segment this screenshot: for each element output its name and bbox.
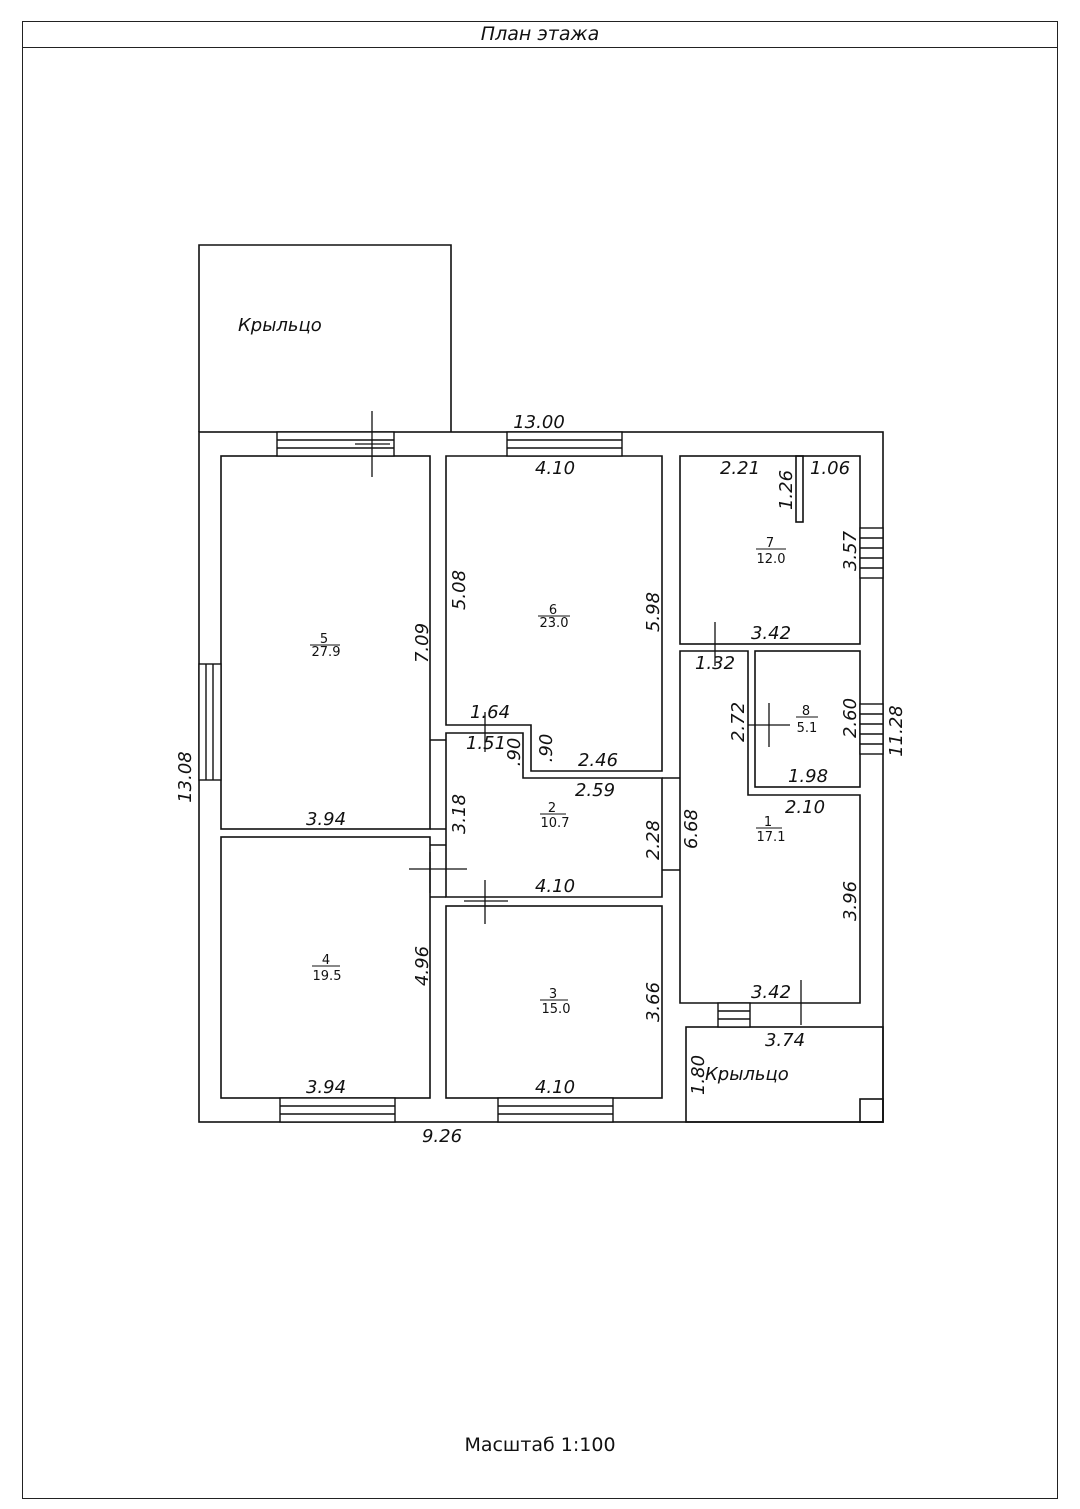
room-6-label: 6 23.0 [538, 603, 570, 631]
dim-room8-width: 1.98 [788, 766, 828, 787]
dim-notch-h1: .90 [504, 738, 525, 767]
room-7-number: 7 [766, 536, 774, 551]
dim-room1-bottom: 3.42 [751, 982, 791, 1003]
door-jambs-2 [662, 777, 680, 871]
dim-room3-height: 3.66 [643, 982, 664, 1022]
porch-bottom-outline [685, 1026, 884, 1123]
window-room3-bottom [497, 1097, 614, 1123]
dim-corridor-width: 1.32 [695, 653, 735, 674]
door-markers [355, 411, 802, 1025]
room-1-number: 1 [764, 815, 772, 830]
porch-top-outline [198, 244, 452, 432]
room-4-area: 19.5 [313, 969, 342, 984]
room-7-label: 7 12.0 [756, 536, 786, 567]
dim-room7-partition: 1.26 [776, 470, 797, 510]
scale-label: Масштаб 1:100 [464, 1434, 616, 1456]
dim-room1-top: 2.10 [785, 797, 825, 818]
room-7-partition [795, 455, 804, 523]
room-1-outline [679, 650, 861, 1004]
room-5-area: 27.9 [312, 645, 341, 660]
dim-room5-height: 7.09 [412, 623, 433, 663]
porch-step [859, 1098, 884, 1123]
dim-room6-left-height: 5.08 [449, 570, 470, 610]
room-2-number: 2 [548, 801, 556, 816]
dim-notch-bottom: 1.51 [466, 733, 506, 754]
room-3-label: 3 15.0 [540, 987, 570, 1017]
windows [198, 431, 884, 1123]
dim-room1-height: 3.96 [840, 881, 861, 921]
room-8-label: 8 5.1 [796, 704, 818, 736]
room-5-label: 5 27.9 [310, 632, 340, 660]
room-2-area: 10.7 [541, 816, 570, 831]
dim-left-total: 13.08 [175, 751, 196, 803]
door-jambs [430, 739, 446, 898]
room-6-area: 23.0 [540, 616, 569, 631]
room-6-number: 6 [549, 603, 557, 618]
dim-room7-top-left: 2.21 [720, 458, 760, 479]
window-room8-right [859, 703, 884, 755]
room-2-label: 2 10.7 [540, 801, 569, 831]
window-room7-right [859, 527, 884, 579]
dim-room4-width: 3.94 [306, 1077, 346, 1098]
dim-porch2-width: 3.74 [765, 1030, 805, 1051]
dim-notch-h2: .90 [536, 734, 557, 763]
dim-room6-width: 4.10 [535, 458, 575, 479]
dim-room7-top-right: 1.06 [810, 458, 850, 479]
dim-room5-width: 3.94 [306, 809, 346, 830]
room-6-outline [445, 455, 663, 772]
porch-bottom-label: Крыльцо [705, 1064, 789, 1085]
room-1-area: 17.1 [757, 830, 786, 845]
dim-top-total: 13.00 [513, 412, 565, 433]
window-room6-top [506, 431, 623, 457]
dim-bottom-total: 9.26 [422, 1126, 462, 1147]
room-3-area: 15.0 [542, 1002, 571, 1017]
porch-top-label: Крыльцо [238, 315, 322, 336]
room-5-number: 5 [320, 632, 328, 647]
dim-room4-height: 4.96 [412, 946, 433, 986]
entrance-steps [717, 1002, 751, 1028]
dim-right-total: 11.28 [886, 705, 907, 757]
dim-room2-top: 2.59 [575, 780, 615, 801]
dim-corridor-height: 6.68 [681, 809, 702, 849]
room-4-number: 4 [322, 953, 330, 968]
dim-corridor-small: 2.72 [728, 702, 749, 742]
dimension-labels: 13.00 9.26 13.08 11.28 3.94 7.09 3.94 4.… [175, 412, 907, 1147]
room-4-label: 4 19.5 [312, 953, 341, 984]
dim-room2-right: 2.28 [643, 820, 664, 860]
room-8-number: 8 [802, 704, 810, 719]
plan-title: План этажа [480, 23, 600, 45]
dim-porch2-height: 1.80 [688, 1055, 709, 1095]
dim-room6-right-height: 5.98 [643, 592, 664, 632]
dim-room7-bottom: 3.42 [751, 623, 791, 644]
dim-room6-bottom: 2.46 [578, 750, 618, 771]
dim-room2-left: 3.18 [449, 794, 470, 834]
room-3-number: 3 [549, 987, 557, 1002]
title-block: План этажа [22, 21, 1058, 48]
room-8-area: 5.1 [797, 721, 818, 736]
window-room4-bottom [279, 1097, 396, 1123]
room-1-label: 1 17.1 [756, 815, 785, 845]
dim-room7-height: 3.57 [840, 530, 861, 571]
room-7-area: 12.0 [757, 552, 786, 567]
dim-room3-width: 4.10 [535, 1077, 575, 1098]
dim-room8-height: 2.60 [840, 698, 861, 738]
dim-notch-top: 1.64 [470, 702, 510, 723]
outer-wall [198, 431, 884, 1123]
window-room5-left [198, 663, 222, 781]
dim-room2-bottom: 4.10 [535, 876, 575, 897]
room-labels: 5 27.9 6 23.0 7 12.0 8 5.1 2 [310, 536, 818, 1017]
